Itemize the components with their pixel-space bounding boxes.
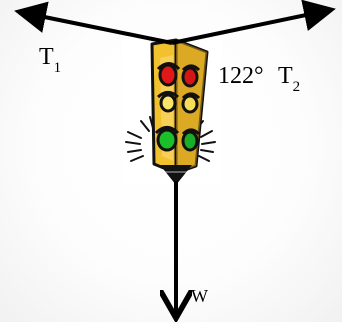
weight-label: W — [191, 286, 208, 306]
force-vectors — [14, 0, 336, 314]
green-lamp-right — [181, 130, 199, 152]
lamps — [154, 62, 201, 152]
traffic-light-mount — [160, 165, 192, 185]
red-lamp-right — [181, 66, 199, 88]
red-lamp-left — [158, 63, 178, 87]
green-lamp-left — [156, 128, 178, 152]
labels: T1 122° T2 W — [39, 44, 300, 306]
yellow-lamp-right — [181, 94, 199, 114]
traffic-light-image — [122, 38, 222, 185]
yellow-lamp-left — [159, 93, 177, 113]
t2-vector — [171, 0, 336, 45]
t1-label: T1 — [39, 44, 61, 76]
t1-vector — [14, 1, 173, 45]
angle-label: 122° — [218, 63, 264, 89]
t2-label: T2 — [278, 63, 300, 95]
